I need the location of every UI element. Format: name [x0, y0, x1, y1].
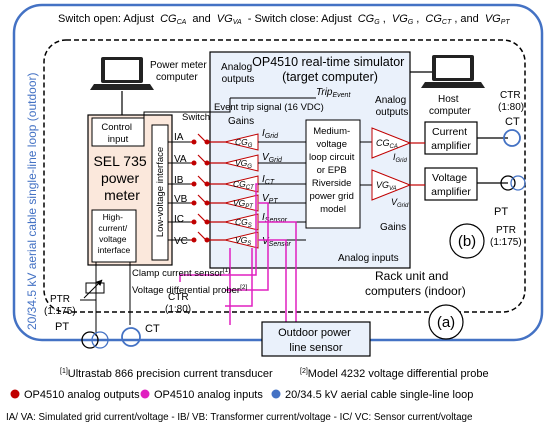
high-current-interface-box — [91, 209, 137, 263]
legend-blue-dot — [271, 389, 281, 399]
pt-right-icon — [500, 175, 516, 191]
high-current-interface-label: High- current/ voltage interface — [98, 212, 131, 255]
voltage-amplifier-box — [424, 167, 478, 201]
power-meter-computer-label: Power meter computer — [150, 60, 209, 83]
trip-signal-wire — [143, 98, 231, 130]
opal-title: OP4510 real-time simulator (target compu… — [252, 55, 408, 84]
ct-left-icon — [121, 327, 141, 347]
sel-735-label: SEL 735 power meter — [93, 153, 150, 203]
event-trip-label: Event trip signal (16 VDC) — [214, 102, 324, 113]
bottom-note: IA/ VA: Simulated grid current/voltage -… — [6, 412, 473, 423]
pt-right-label: PT — [494, 206, 508, 218]
ct-left-label: CT — [145, 323, 160, 335]
amplifier-output-wires — [477, 137, 508, 184]
legend-blue-label: 20/34.5 kV aerial cable single-line loop — [285, 389, 473, 401]
low-voltage-interface-label: Low-voltage interface — [155, 147, 166, 237]
ptr-right-label: PTR (1:175) — [490, 225, 522, 248]
rack-label: Rack unit and computers (indoor) — [365, 269, 466, 298]
grid-model-box — [305, 119, 361, 229]
gains-left-label: Gains — [228, 116, 254, 127]
switch-label: Switch — [182, 112, 210, 123]
ctr-right-label: CTR (1:80) — [498, 90, 524, 113]
label-a-circle — [428, 304, 464, 340]
analog-outputs-left: Analog outputs — [221, 62, 255, 85]
gains-right-label: Gains — [380, 222, 406, 233]
label-b: (b) — [458, 233, 476, 250]
gain-triangle-labels-right: CGCA VGVA — [376, 138, 400, 192]
footnote-1: [1]Ultrastab 866 precision current trans… — [60, 368, 273, 380]
current-amplifier-box — [424, 121, 478, 155]
signal-labels-left: IGrid VGrid ICT VPT ISensor VSensor — [262, 128, 292, 248]
laptop-icon — [90, 57, 154, 90]
amplifier-input-wires — [410, 142, 425, 186]
footnote-2: [2]Model 4232 voltage differential probe — [300, 368, 489, 380]
grid-model-label: Medium- voltage loop circuit or EPB Rive… — [309, 126, 357, 215]
control-input-label: Control input — [101, 122, 134, 145]
pt-left-label: PT — [55, 321, 69, 333]
analog-inputs-label: Analog inputs — [338, 253, 399, 264]
outdoor-sensor-label: Outdoor power line sensor — [278, 327, 354, 354]
host-computer-label: Host computer — [429, 94, 471, 117]
ctr-left-label: CTR (1:80) — [165, 292, 191, 315]
trip-event-label: TripEvent — [316, 87, 351, 99]
label-b-circle — [449, 223, 485, 259]
ct-right-icon — [503, 129, 521, 147]
label-a: (a) — [437, 314, 455, 331]
header-text: Switch open: Adjust CGCA and VGVA - Swit… — [58, 13, 510, 27]
laptop-icon — [421, 55, 485, 88]
control-input-box — [91, 117, 145, 147]
gain-triangle-labels-left: CGG VGG CGCT VGPT CGS VGS — [233, 137, 256, 247]
outdoor-loop-label: 20/34.5 kV aerial cable single-line loop… — [25, 73, 39, 331]
voltage-amplifier-label: Voltage amplifier — [431, 172, 471, 198]
pt-left-icon — [81, 331, 99, 349]
outdoor-sensor-box — [261, 321, 371, 357]
analog-outputs-right: Analog outputs — [375, 95, 409, 118]
clamp-sensor-label: Clamp current sensor[1] — [132, 267, 230, 279]
legend-magenta-label: OP4510 analog inputs — [154, 389, 263, 401]
ct-right-label: CT — [505, 116, 520, 128]
current-amplifier-label: Current amplifier — [431, 126, 471, 152]
gain-triangles-right — [371, 127, 412, 201]
legend-red-label: OP4510 analog outputs — [24, 389, 140, 401]
high-current-wires — [80, 262, 131, 336]
legend-red-dot — [10, 389, 20, 399]
signal-labels-right: IGrid VGrid — [391, 152, 409, 209]
legend-magenta-dot — [140, 389, 150, 399]
ptr-left-label: PTR (1:175) — [44, 294, 76, 317]
terminal-wires — [168, 141, 190, 241]
low-voltage-interface-box — [151, 124, 169, 261]
voltage-prober-label: Voltage differential prober[2] — [132, 284, 248, 296]
analog-input-wires — [179, 183, 297, 325]
rack-unit-box — [43, 39, 526, 313]
terminal-labels: IA VA IB VB IC VC — [174, 132, 190, 247]
switch-contacts — [191, 139, 210, 243]
